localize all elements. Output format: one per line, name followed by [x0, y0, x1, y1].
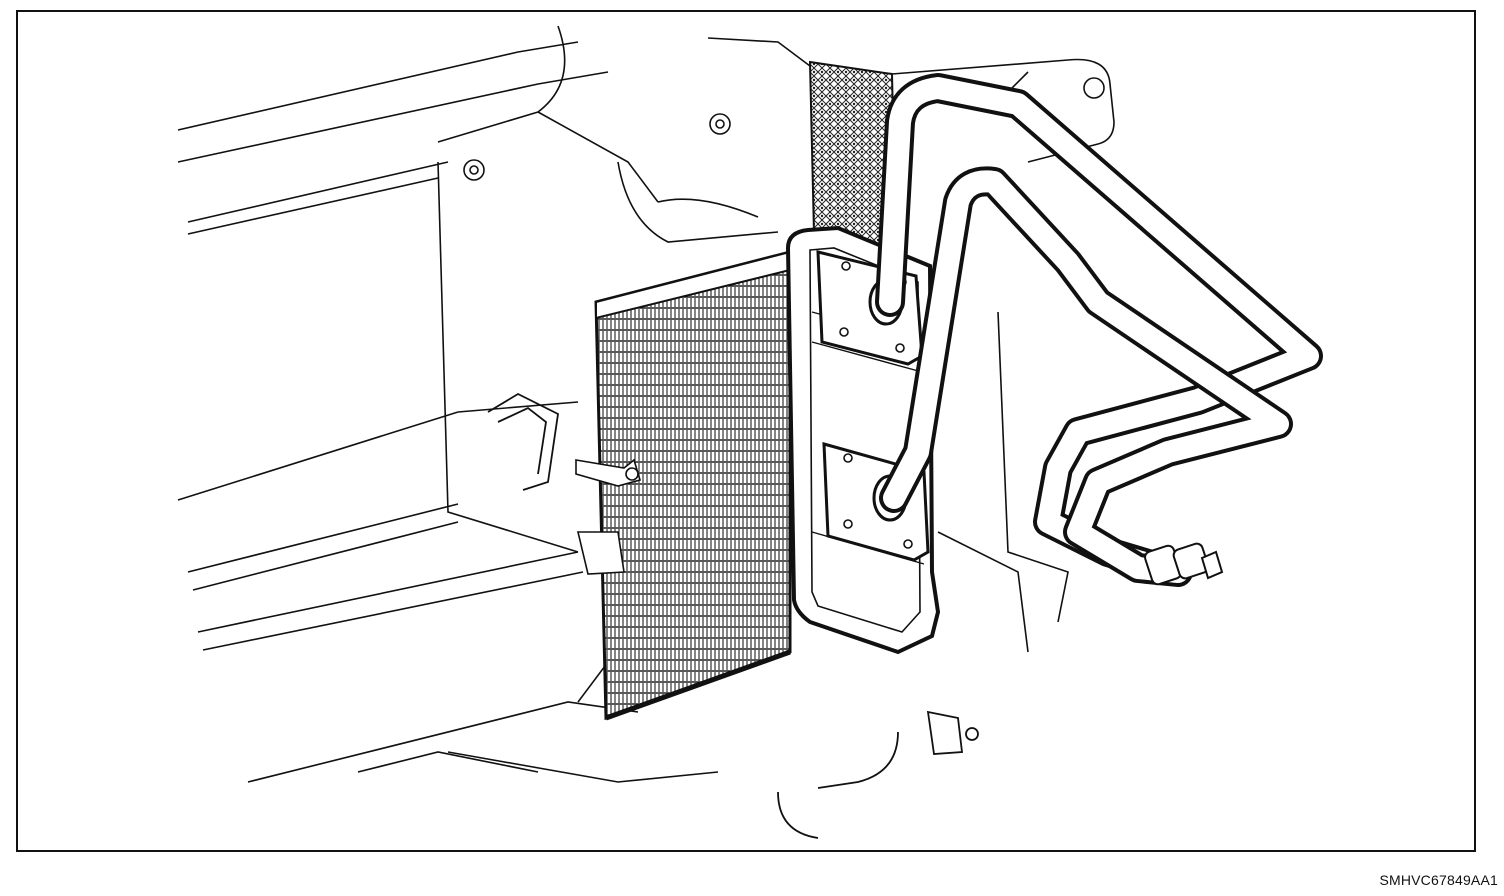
mounting-tab: [575, 458, 642, 575]
retaining-clip: [487, 392, 559, 491]
illustration-frame: [16, 10, 1476, 852]
housing-bolt: [463, 159, 485, 181]
hvac-housing: [177, 25, 819, 783]
heater-core: [594, 250, 792, 721]
housing-bolt: [709, 113, 731, 135]
tube-end-fitting: [1144, 542, 1224, 586]
coolant-tube-upper: [875, 73, 1323, 579]
heater-core-diagram: [177, 25, 1323, 839]
mounting-bracket: [891, 58, 1115, 653]
figure-code: SMHVC67849AA1: [1379, 872, 1498, 888]
coolant-tube-lower: [879, 166, 1293, 587]
drain-fitting: [777, 710, 979, 839]
